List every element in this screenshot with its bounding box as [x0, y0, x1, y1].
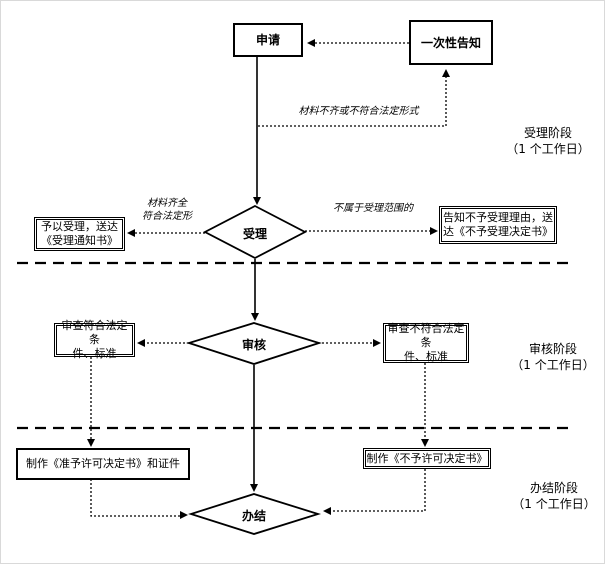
make-denial-label: 制作《不予许可决定书》 [366, 451, 488, 465]
accept-diamond-label: 受理 [242, 227, 267, 241]
stage-review-duration: （1 个工作日） [511, 358, 595, 372]
review-diamond-shape [186, 322, 322, 365]
edge-label-out-of-scope: 不属于受理范围的 [333, 203, 413, 214]
review-pass-line2: 件、标准 [72, 347, 117, 360]
edge-label-complete-materials: 材料齐全 符合法定形 [134, 197, 200, 223]
make-license-label: 制作《准予许可决定书》和证件 [26, 457, 180, 470]
stage-finish-duration: （1 个工作日） [512, 497, 596, 511]
decision-diamonds [186, 204, 322, 535]
stage-label-finish: 办结阶段 （1 个工作日） [504, 480, 604, 512]
node-review-fail: 审查不符合法定条 件、标准 [383, 322, 469, 363]
stage-review-name: 审核阶段 [528, 342, 577, 356]
edge-label-complete-line1: 材料齐全 [147, 198, 187, 209]
node-one-time-notice-label: 一次性告知 [420, 35, 481, 50]
node-review-pass: 审查符合法定条 件、标准 [54, 319, 135, 360]
accept-notice-line1: 予以受理，送达 [41, 220, 118, 233]
node-reject-notice: 告知不予受理理由，送 达《不予受理决定书》 [439, 206, 557, 244]
arrowheads [87, 39, 450, 519]
stage-label-accept: 受理阶段 （1 个工作日） [498, 125, 598, 157]
solid-flow-lines [253, 57, 258, 485]
node-one-time-notice: 一次性告知 [409, 20, 493, 65]
edge-label-incomplete-materials: 材料不齐或不符合法定形式 [298, 106, 419, 117]
node-apply: 申请 [233, 23, 303, 57]
finish-diamond-shape [188, 493, 322, 535]
stage-accept-name: 受理阶段 [523, 126, 572, 140]
stage-finish-name: 办结阶段 [529, 481, 578, 495]
edge-label-complete-line2: 符合法定形 [142, 211, 192, 222]
review-fail-line2: 件、标准 [404, 350, 448, 363]
dotted-flow-lines [90, 42, 447, 517]
reject-notice-line1: 告知不予受理理由，送 [443, 211, 553, 224]
review-pass-line1: 审查符合法定条 [61, 319, 128, 346]
accept-notice-line2: 《受理通知书》 [41, 234, 118, 247]
node-make-license: 制作《准予许可决定书》和证件 [16, 448, 190, 480]
reject-notice-line2: 达《不予受理决定书》 [443, 225, 553, 238]
review-fail-line1: 审查不符合法定条 [387, 322, 465, 349]
stage-label-review: 审核阶段 （1 个工作日） [503, 341, 603, 373]
node-make-denial: 制作《不予许可决定书》 [363, 448, 491, 469]
stage-accept-duration: （1 个工作日） [506, 142, 590, 156]
review-diamond-label: 审核 [241, 338, 266, 352]
node-accept-notice: 予以受理，送达 《受理通知书》 [34, 217, 125, 251]
finish-diamond-label: 办结 [241, 509, 266, 523]
accept-diamond-shape [203, 204, 307, 260]
node-apply-label: 申请 [255, 33, 280, 47]
